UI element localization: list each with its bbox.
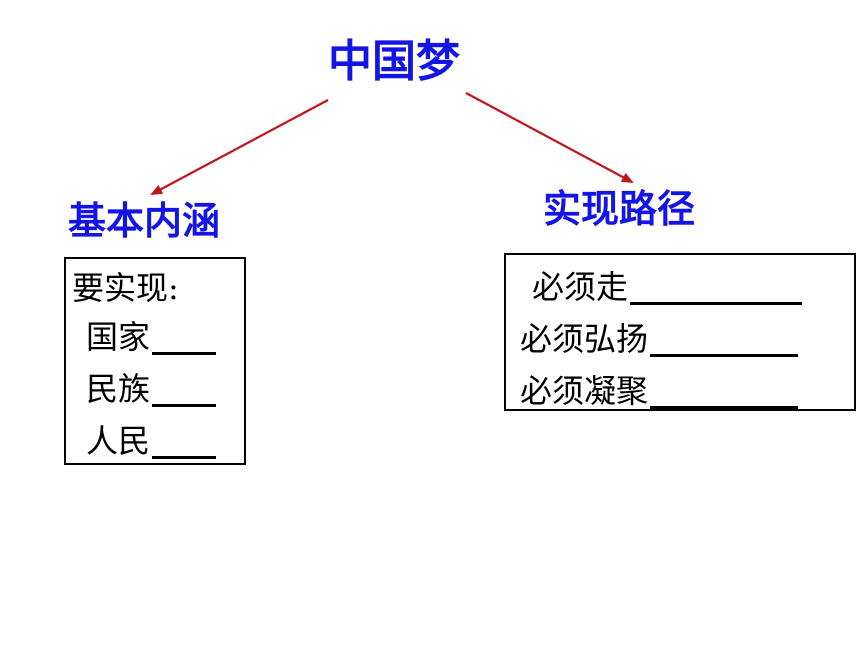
blank-underline [650, 406, 799, 409]
left-branch-heading: 基本内涵 [68, 199, 221, 243]
arrow-to-left-branch [150, 99, 329, 195]
item-label: 必须弘扬 [520, 320, 649, 358]
right-branch-heading: 实现路径 [543, 187, 696, 231]
fill-in-line: 民族 [72, 363, 244, 415]
item-label: 必须走 [532, 268, 629, 306]
fill-in-line: 必须弘扬 [520, 313, 854, 365]
item-label: 国家 [86, 318, 151, 356]
intro-line: 要实现: [72, 265, 244, 311]
fill-in-line: 必须走 [520, 261, 854, 313]
realization-path-box: 必须走 必须弘扬 必须凝聚 [504, 253, 856, 411]
blank-underline [630, 302, 803, 305]
fill-in-line: 必须凝聚 [520, 365, 854, 417]
fill-in-line: 国家 [72, 311, 244, 363]
arrow-to-right-branch [465, 92, 634, 183]
fill-in-line: 人民 [72, 415, 244, 467]
diagram-title: 中国梦 [328, 36, 460, 87]
blank-underline [650, 354, 799, 357]
item-label: 民族 [86, 370, 151, 408]
blank-underline [152, 404, 217, 407]
blank-underline [152, 352, 217, 355]
item-label: 必须凝聚 [520, 372, 649, 410]
item-label: 人民 [86, 422, 151, 460]
blank-underline [152, 456, 217, 459]
basic-connotation-box: 要实现: 国家 民族 人民 [64, 257, 246, 465]
intro-text: 要实现: [72, 269, 179, 307]
